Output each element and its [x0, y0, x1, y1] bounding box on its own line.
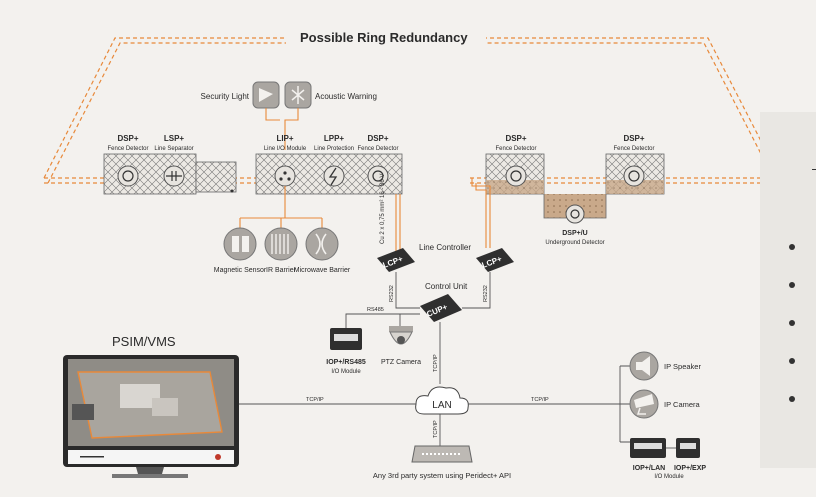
line-controller-left: LCP+ — [377, 248, 415, 272]
ptz-camera-icon — [389, 326, 413, 345]
dsp-fence-detector-icon — [505, 165, 527, 187]
unit-4-desc: Line Protection — [314, 146, 354, 152]
security-light-label: Security Light — [201, 92, 250, 101]
psim-label: PSIM/VMS — [112, 334, 176, 349]
iop-rs485-name: IOP+/RS485 — [326, 359, 366, 366]
ptz-camera-label: PTZ Camera — [381, 359, 421, 366]
ip-speaker-label: IP Speaker — [664, 362, 701, 371]
ip-speaker-icon — [629, 351, 659, 381]
bullet-icon — [789, 358, 795, 364]
third-party-system-icon — [411, 445, 473, 463]
magnetic-sensor-label: Magnetic Sensor — [214, 267, 267, 274]
bullet-icon — [789, 244, 795, 250]
iop-rs485-desc: I/O Module — [331, 369, 361, 375]
iop-exp-module-icon — [676, 438, 700, 458]
acoustic-warning-label: Acoustic Warning — [315, 92, 377, 101]
unit-5-desc: Fence Detector — [357, 146, 398, 152]
line-controller-right: LCP+ — [476, 248, 514, 272]
iop-lan-name: IOP+/LAN — [633, 465, 665, 472]
ip-camera-label: IP Camera — [664, 400, 701, 409]
iop-exp-name: IOP+/EXP — [674, 465, 706, 472]
unit-1-name: DSP+ — [117, 134, 138, 143]
tcpip-label-ip: TCP/IP — [531, 397, 549, 403]
lip-io-module-icon — [274, 165, 296, 187]
dsp-underground-detector-icon — [565, 204, 585, 224]
microwave-barrier-icon — [305, 227, 339, 261]
unit-4-name: LPP+ — [324, 134, 345, 143]
cable-spec: Cu 2 x 0,75 mm² 16 - 36 V — [380, 174, 386, 244]
rs485-label: RS485 — [367, 307, 384, 313]
unit-6-name: DSP+ — [505, 134, 526, 143]
tcpip-label-api: TCP/IP — [433, 420, 439, 438]
tcpip-label-psim: TCP/IP — [306, 397, 324, 403]
unit-2-name: LSP+ — [164, 134, 185, 143]
third-party-label: Any 3rd party system using Peridect+ API — [373, 471, 511, 480]
ring-redundancy-line — [43, 37, 781, 179]
ip-camera-icon — [629, 389, 659, 419]
control-unit-label: Control Unit — [425, 282, 468, 291]
underground-desc: Underground Detector — [545, 240, 604, 246]
microwave-barrier-label: Microwave Barrier — [294, 267, 351, 274]
unit-1-desc: Fence Detector — [107, 146, 148, 152]
magnetic-sensor-icon — [223, 227, 257, 261]
iop-lan-desc: I/O Module — [654, 474, 684, 480]
rs232-label-left: RS232 — [389, 285, 395, 302]
unit-5-name: DSP+ — [367, 134, 388, 143]
unit-7-name: DSP+ — [623, 134, 644, 143]
dsp-fence-detector-icon — [367, 165, 389, 187]
unit-2-desc: Line Separator — [154, 146, 193, 152]
diagram-title: Possible Ring Redundancy — [300, 30, 468, 45]
lpp-line-protection-icon — [323, 165, 345, 187]
tcpip-label-cup: TCP/IP — [433, 354, 439, 372]
lan-label: LAN — [432, 400, 451, 411]
ir-barrier-label: IR Barrier — [266, 267, 297, 274]
unit-3-name: LIP+ — [276, 134, 293, 143]
dsp-fence-detector-icon — [623, 165, 645, 187]
rs232-label-right: RS232 — [483, 285, 489, 302]
unit-3-desc: Line I/O Module — [264, 146, 307, 152]
security-light-icon — [252, 81, 280, 109]
acoustic-warning-icon — [284, 81, 312, 109]
bullet-icon — [789, 320, 795, 326]
side-panel-dash — [812, 169, 816, 170]
underground-name: DSP+/U — [562, 230, 587, 237]
side-panel — [760, 112, 816, 468]
bullet-icon — [789, 396, 795, 402]
iop-lan-module-icon — [630, 438, 666, 458]
line-controller-label: Line Controller — [419, 243, 471, 252]
psim-vms-monitor — [63, 355, 239, 478]
dsp-fence-detector-icon — [117, 165, 139, 187]
ir-barrier-icon — [264, 227, 298, 261]
lsp-line-separator-icon — [163, 165, 185, 187]
unit-7-desc: Fence Detector — [613, 146, 654, 152]
control-unit: CUP+ — [420, 294, 462, 322]
iop-rs485-module-icon — [330, 328, 362, 350]
bullet-icon — [789, 282, 795, 288]
unit-6-desc: Fence Detector — [495, 146, 536, 152]
